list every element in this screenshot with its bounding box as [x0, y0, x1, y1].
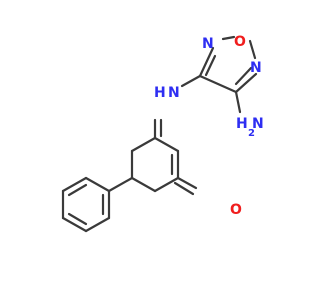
atom-label-n-ring-right: N — [250, 60, 262, 76]
bond — [180, 74, 202, 88]
bond — [221, 35, 236, 41]
bond — [234, 72, 258, 94]
bond — [198, 74, 238, 94]
bond — [204, 54, 217, 77]
atom-label-o-ketone: O — [230, 202, 242, 218]
bond — [61, 176, 88, 193]
atom-label-nh-n: N — [168, 85, 180, 101]
bond — [107, 176, 134, 193]
bond — [234, 66, 253, 86]
bond — [234, 90, 242, 114]
bond — [173, 181, 195, 196]
bond — [176, 176, 198, 190]
phenyl-ring — [61, 176, 111, 233]
atom-label-nh2-subscript: 2 — [248, 128, 255, 139]
atom-label-nh2-h: H — [236, 116, 248, 132]
bond — [84, 216, 111, 233]
bond — [248, 39, 257, 60]
molecule-drawing: N O N N H H N 2 O — [61, 34, 264, 233]
furazan-ring — [198, 35, 258, 114]
atom-label-nh-h: H — [154, 85, 166, 101]
bond — [130, 176, 157, 193]
bond — [153, 176, 180, 193]
bond — [153, 136, 180, 153]
atom-label-o-ring: O — [234, 34, 246, 50]
bond — [61, 216, 88, 233]
bond — [67, 183, 88, 197]
bond — [84, 176, 111, 193]
atom-label-nh2-n: N — [252, 116, 264, 132]
cyclohexenone-ring — [107, 118, 198, 196]
bond — [67, 212, 88, 226]
amine-linker — [180, 74, 202, 88]
atom-label-n-ring-left: N — [202, 36, 214, 52]
bond — [130, 136, 157, 153]
bond — [198, 46, 215, 78]
molecule-structure-canvas: N O N N H H N 2 O — [61, 34, 264, 233]
